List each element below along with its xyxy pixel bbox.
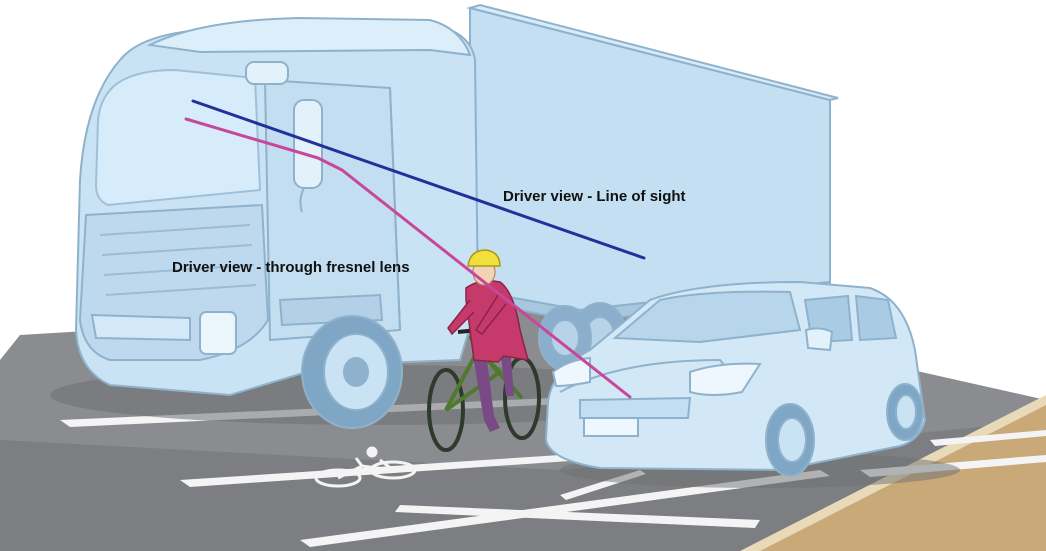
truck-front-wheel (302, 316, 402, 428)
line-of-sight-label: Driver view - Line of sight (503, 188, 686, 205)
fresnel-view-label: Driver view - through fresnel lens (172, 259, 410, 276)
windshield (96, 70, 260, 205)
truck-headlight (200, 312, 236, 354)
number-plate (584, 418, 638, 436)
